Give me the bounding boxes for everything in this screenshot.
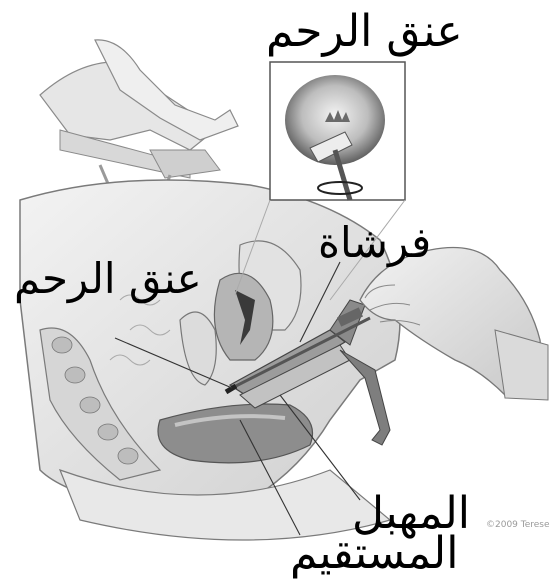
label-cervix-top: عنق الرحم — [266, 10, 463, 54]
label-cervix-left: عنق الرحم — [14, 258, 202, 300]
label-brush: فرشاة — [318, 222, 431, 264]
copyright-credit: ©2009 Terese Win — [486, 520, 552, 530]
label-rectum: المستقيم — [290, 532, 458, 576]
